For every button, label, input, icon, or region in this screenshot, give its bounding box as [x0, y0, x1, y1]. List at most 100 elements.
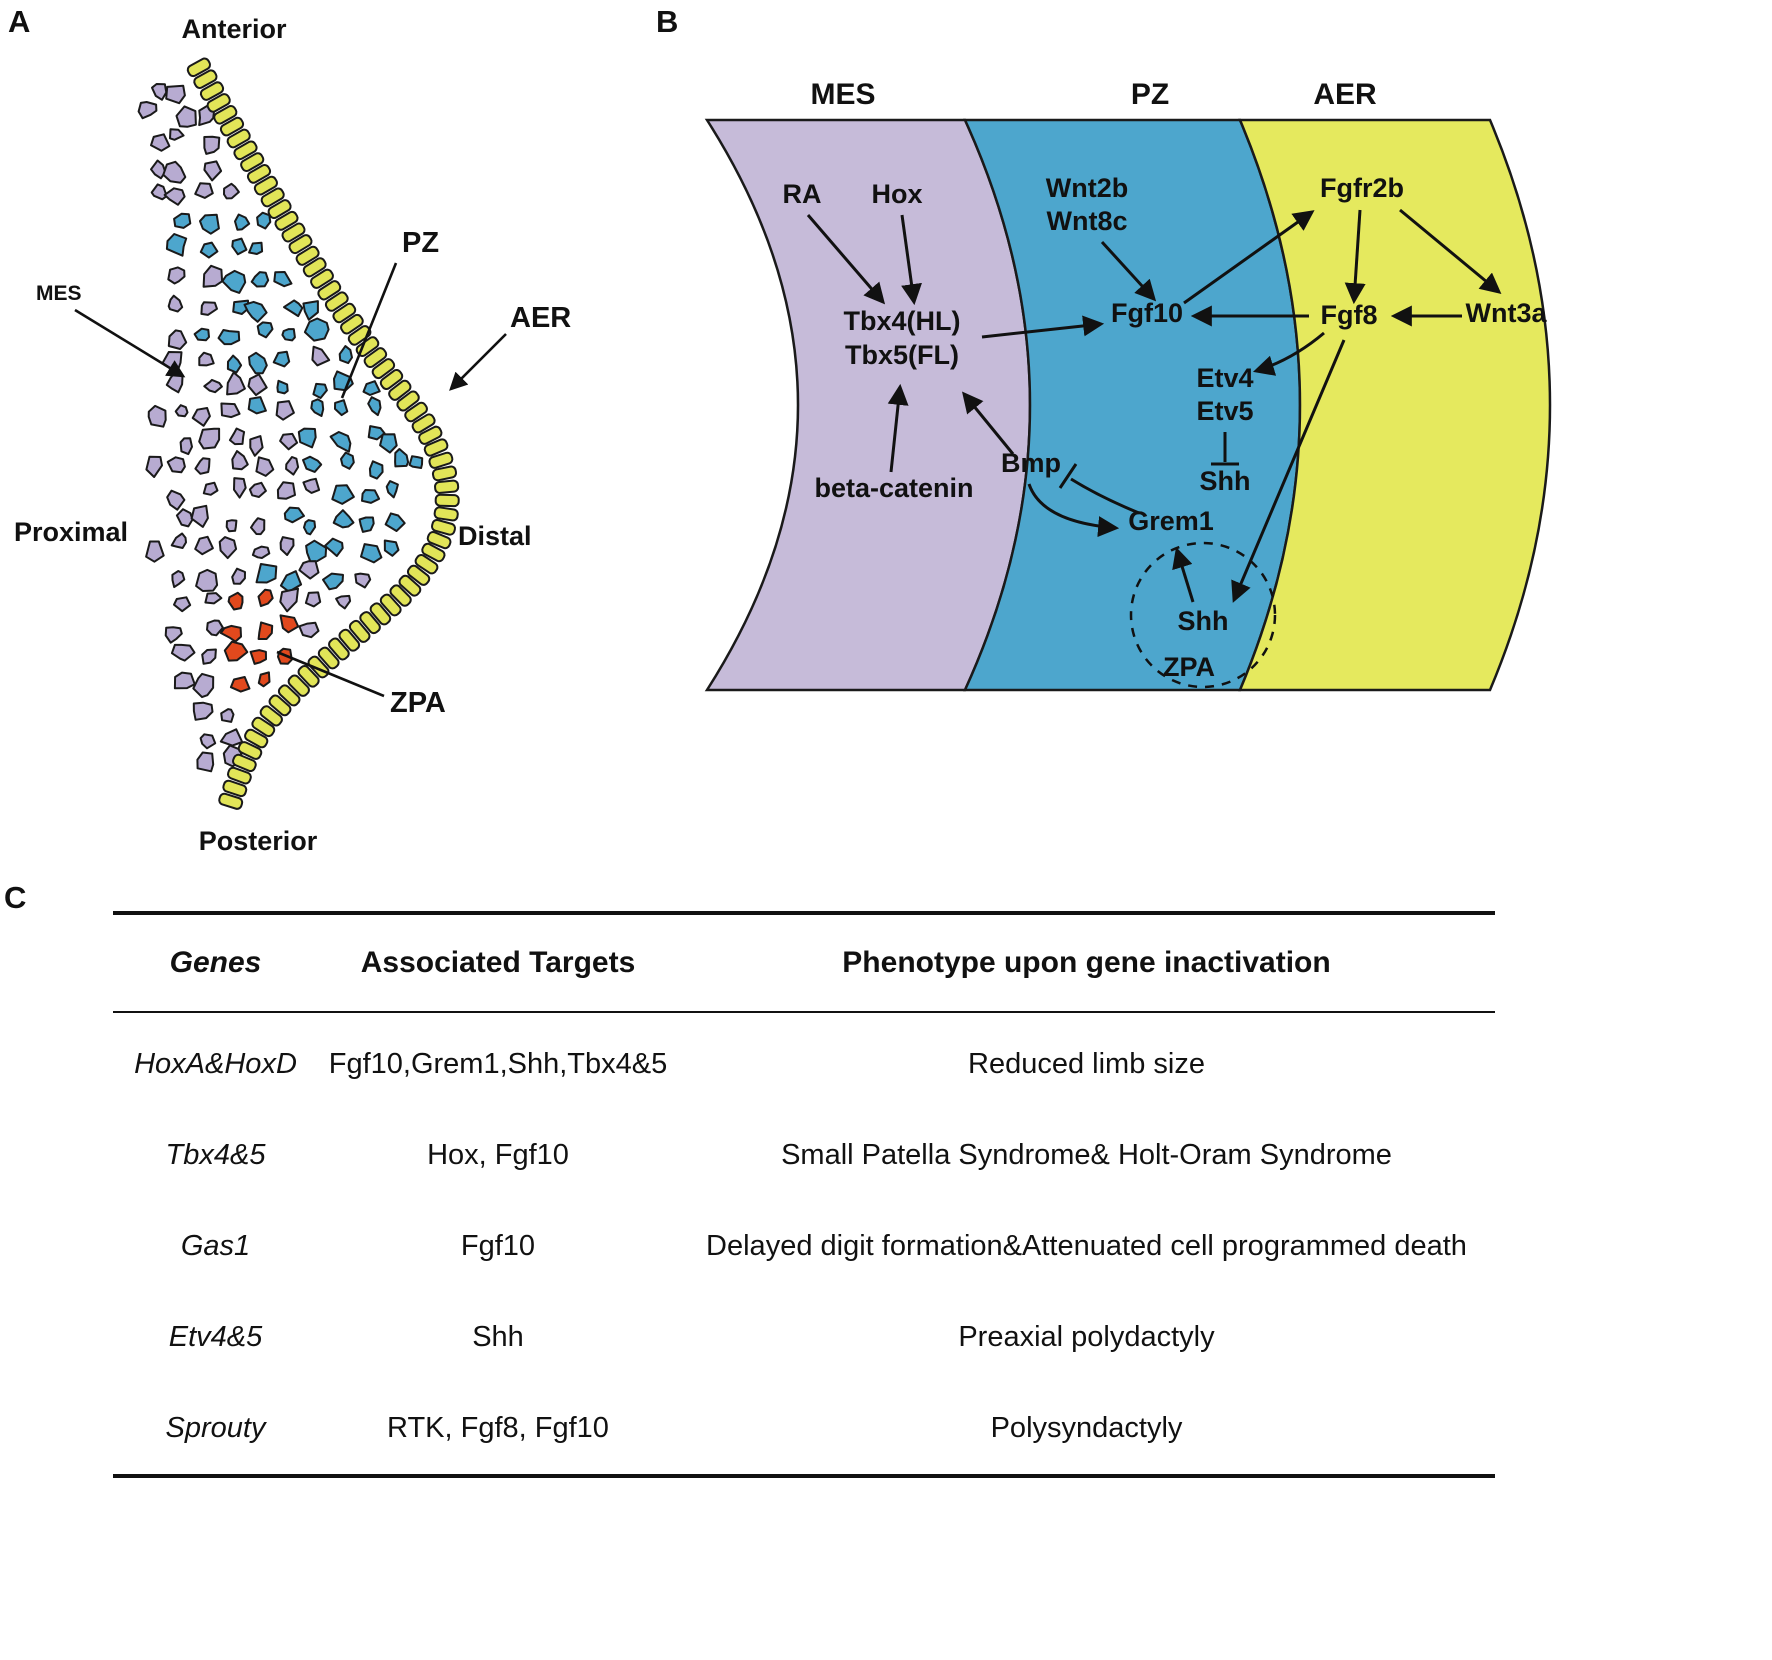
pz-cell: [394, 448, 410, 468]
pz-cell: [360, 543, 383, 564]
posterior-label: Posterior: [199, 826, 318, 856]
zpa-cell: [219, 624, 242, 643]
node-beta-catenin: beta-catenin: [814, 473, 973, 503]
aer-cell: [430, 518, 457, 536]
pz-cell: [217, 329, 241, 346]
zpa-cell: [257, 671, 271, 688]
mesenchyme-cell: [200, 301, 218, 316]
mesenchyme-cell: [206, 619, 224, 637]
aer-cell: [421, 542, 446, 563]
panel-c-label: C: [4, 880, 27, 915]
node-etv4: Etv4: [1196, 363, 1253, 393]
aer-cell: [267, 199, 292, 220]
mes-label: MES: [36, 282, 82, 305]
aer-cell: [226, 128, 251, 149]
aer-cell: [244, 728, 269, 749]
pz-cell: [231, 237, 248, 256]
mesenchyme-cell: [285, 456, 300, 476]
mesenchyme-cell: [255, 456, 275, 477]
mesenchyme-cell: [190, 504, 209, 528]
table-row: Etv4&5 Shh Preaxial polydactyly: [113, 1292, 1495, 1383]
mesenchyme-cell: [174, 404, 189, 418]
mesenchyme-cell: [248, 481, 267, 498]
pz-cell: [324, 537, 344, 557]
pz-cell: [310, 398, 325, 417]
pz-cell: [248, 241, 264, 255]
limb-bud-illustration: Anterior MES PZ AER Proximal Distal ZPA …: [14, 14, 571, 856]
mesenchyme-cell: [179, 437, 193, 456]
node-tbx4: Tbx4(HL): [844, 306, 961, 336]
arrow-fgfr2b-fgf8: [1344, 209, 1366, 305]
mesenchyme-cell: [164, 626, 183, 644]
signaling-diagram: MES PZ AER RA Hox Tbx4(HL) Tbx5(FL) beta…: [704, 78, 1552, 692]
aer-cell: [423, 438, 449, 457]
pz-cell: [361, 489, 381, 504]
phenotype: Small Patella Syndrome& Holt-Oram Syndro…: [781, 1139, 1392, 1171]
mesenchyme-cell: [251, 545, 271, 559]
zpa-label: ZPA: [390, 687, 446, 719]
mesenchyme-cell: [196, 751, 215, 773]
aer-cell: [193, 69, 218, 89]
arrow-shh-grem1: [1172, 546, 1195, 603]
aer-cell: [222, 779, 248, 798]
node-shh-lower: Shh: [1178, 606, 1229, 636]
phenotype: Polysyndactyly: [990, 1412, 1183, 1444]
mesenchyme-cell: [165, 84, 186, 105]
mesenchyme-cell: [279, 432, 299, 451]
mesenchyme-cell: [147, 404, 167, 428]
mesenchyme-cell-layer: [137, 83, 424, 773]
aer-cell: [414, 554, 439, 575]
mesenchyme-cell: [228, 427, 246, 446]
aer-cell: [295, 245, 320, 266]
arrow-wnt2b8c-fgf10: [1100, 240, 1157, 302]
pz-cell: [302, 455, 323, 473]
aer-cell: [363, 347, 388, 369]
mesenchyme-cell: [194, 182, 214, 199]
aer-cell: [251, 716, 276, 738]
aer-cell: [302, 257, 327, 278]
mesenchyme-cell: [311, 345, 331, 367]
phenotype: Delayed digit formation&Attenuated cell …: [706, 1230, 1467, 1262]
arrow-betacatenin-tbx: [887, 383, 909, 473]
gene-name: HoxA&HoxD: [134, 1048, 297, 1080]
pz-cell: [303, 317, 330, 342]
pz-cell: [199, 241, 219, 259]
pz-cell: [276, 379, 289, 395]
aer-cell: [371, 358, 396, 380]
arrow-fgf8-shh: [1231, 339, 1346, 603]
arrow-ra-tbx: [806, 214, 886, 305]
associated-targets: Fgf10,Grem1,Shh,Tbx4&5: [328, 1048, 668, 1080]
aer-cell: [324, 291, 349, 312]
mesenchyme-cell: [219, 728, 244, 747]
aer-cell: [288, 234, 313, 255]
pz-cell: [331, 484, 355, 505]
mesenchyme-cell: [198, 427, 221, 450]
mesenchyme-cell: [275, 400, 295, 421]
mesenchyme-cell: [249, 435, 264, 457]
node-grem1: Grem1: [1128, 506, 1214, 536]
zpa-cell: [223, 640, 249, 662]
aer-cell: [379, 593, 402, 617]
node-shh-upper: Shh: [1200, 466, 1251, 496]
column-header-phenotype: Phenotype upon gene inactivation: [842, 946, 1331, 979]
aer-cell: [277, 684, 301, 707]
aer-cell: [359, 611, 381, 635]
aer-cell: [338, 628, 361, 652]
arrow-hox-tbx: [900, 214, 922, 306]
node-wnt3a: Wnt3a: [1466, 298, 1548, 328]
pz-cell: [358, 516, 375, 533]
mesenchyme-cell: [226, 371, 246, 396]
mesenchyme-cell: [163, 187, 186, 206]
mesenchyme-cell: [150, 133, 171, 152]
pz-cell: [221, 269, 247, 294]
mesenchyme-cell: [145, 455, 163, 478]
pz-cell: [272, 350, 291, 368]
gene-name: Etv4&5: [168, 1321, 263, 1353]
mesenchyme-cell: [203, 135, 221, 155]
mesenchyme-cell: [354, 572, 372, 589]
mesenchyme-cell: [225, 519, 238, 533]
mesenchyme-cell: [202, 481, 219, 496]
mesenchyme-cell: [137, 101, 158, 120]
pz-cell: [193, 327, 210, 342]
